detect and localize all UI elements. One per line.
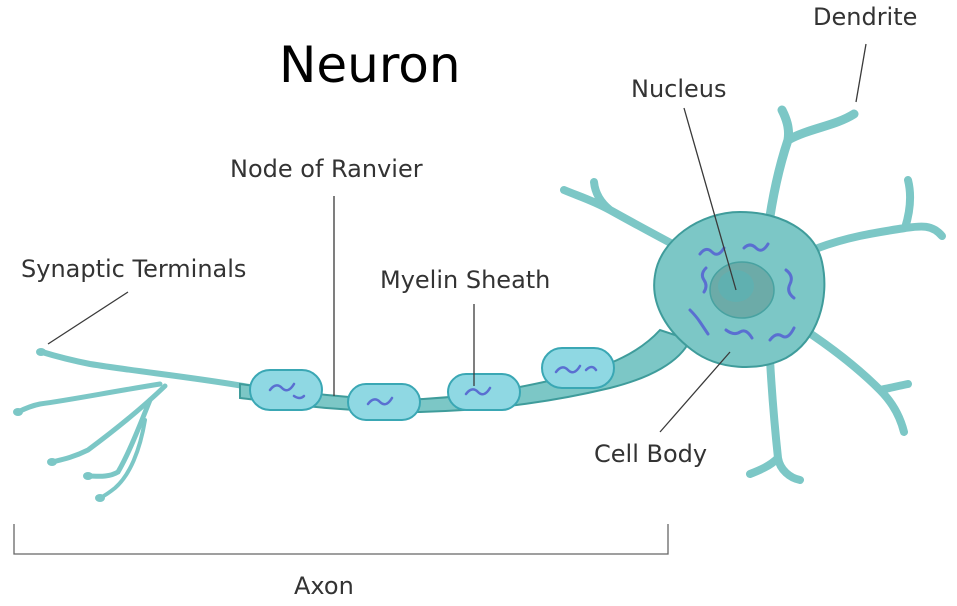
myelin-squiggle xyxy=(292,394,306,400)
dendrite-top xyxy=(763,105,859,235)
nucleolus-shape xyxy=(718,270,754,302)
synaptic-knobs xyxy=(13,348,105,502)
synaptic-terminals-leader-line xyxy=(47,291,129,345)
dendrite-leader-line xyxy=(855,43,867,103)
synaptic-knob xyxy=(83,472,93,480)
myelin-squiggle xyxy=(464,386,492,396)
synaptic-terminals-label: Synaptic Terminals xyxy=(21,255,246,283)
myelin-sheath-label: Myelin Sheath xyxy=(380,266,550,294)
dendrites xyxy=(560,105,946,484)
nucleus-label: Nucleus xyxy=(631,75,727,103)
synaptic-knob xyxy=(36,348,46,356)
organelle-squiggle xyxy=(784,268,796,300)
neuron-illustration xyxy=(13,105,946,502)
dendrite-right xyxy=(814,176,946,252)
node-of-ranvier-label: Node of Ranvier xyxy=(230,155,423,183)
myelin-squiggle xyxy=(554,364,582,374)
cell-body-leader-line xyxy=(659,351,731,433)
axon-label: Axon xyxy=(294,572,354,600)
terminal-branch-lower-middle xyxy=(49,383,168,465)
myelin-squiggle xyxy=(268,382,296,392)
synaptic-knob xyxy=(13,408,23,416)
axon-terminal-branches xyxy=(15,349,258,500)
organelle-squiggle xyxy=(688,308,710,336)
nucleus-leader-line xyxy=(683,107,737,291)
organelle-squiggle xyxy=(742,242,770,252)
terminal-branch-top xyxy=(39,349,258,391)
dendrite-lower-right xyxy=(801,326,912,436)
dendrite-upper-left xyxy=(560,178,684,252)
diagram-title: Neuron xyxy=(279,36,461,94)
terminal-branch-bottom xyxy=(98,418,147,500)
organelle-squiggle xyxy=(700,266,708,294)
organelle-squiggle xyxy=(768,326,796,342)
organelles xyxy=(688,242,796,342)
myelin-segment xyxy=(447,373,521,411)
myelin-segment xyxy=(347,383,421,421)
cell-body-label: Cell Body xyxy=(594,440,707,468)
labels: Dendrite Nucleus Node of Ranvier Synapti… xyxy=(21,3,917,600)
leader-lines xyxy=(47,43,867,433)
myelin-squiggle xyxy=(366,396,394,406)
terminal-branch-lower xyxy=(85,397,153,479)
organelle-squiggle xyxy=(698,246,726,256)
terminal-branch-upper-middle xyxy=(15,381,163,415)
dendrite-label: Dendrite xyxy=(813,3,917,31)
synaptic-knob xyxy=(47,458,57,466)
organelle-squiggle xyxy=(724,328,754,340)
dendrite-bottom xyxy=(746,356,804,484)
axon-bracket xyxy=(13,524,669,555)
synaptic-knob xyxy=(95,494,105,502)
myelin-squiggle xyxy=(584,365,598,372)
myelin-squiggles xyxy=(268,364,598,406)
